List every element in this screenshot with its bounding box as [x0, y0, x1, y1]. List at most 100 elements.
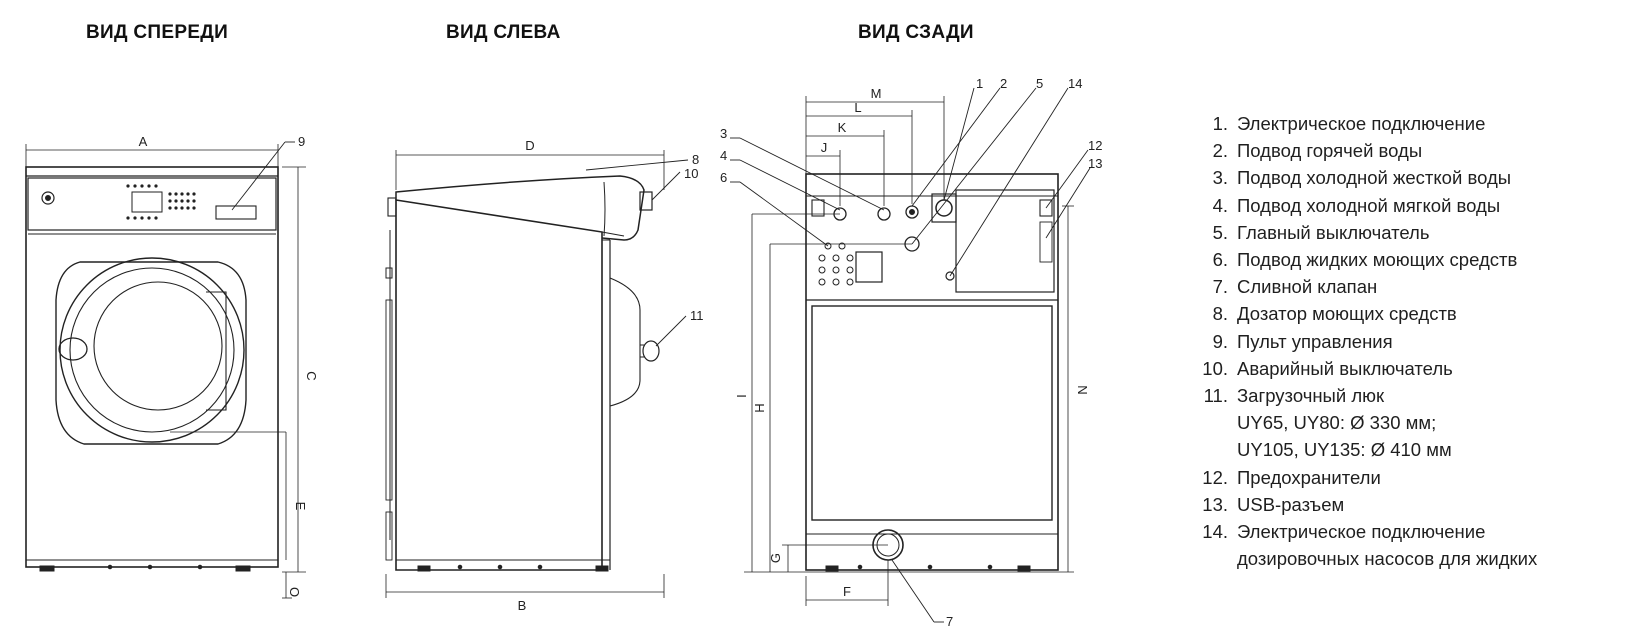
- callout-5: 5: [1036, 76, 1043, 91]
- callout-8: 8: [692, 152, 699, 167]
- legend-item: 4. Подвод холодной мягкой воды: [1188, 192, 1537, 219]
- callout-13: 13: [1088, 156, 1102, 171]
- dim-label-m: M: [871, 86, 882, 101]
- door-hinge: [206, 291, 227, 411]
- legend-item: 12. Предохранители: [1188, 464, 1537, 491]
- legend-item-number: 5.: [1212, 221, 1228, 243]
- front-body-outline: [25, 166, 279, 568]
- legend-item-text: Электрическое подключение дозировочных на…: [1237, 518, 1537, 572]
- callout-9: 9: [298, 134, 305, 149]
- emergency-stop-button: [639, 191, 653, 211]
- payment-slot: [215, 205, 257, 220]
- callout-11: 11: [690, 308, 704, 323]
- dim-label-a: A: [139, 134, 148, 149]
- dim-label-e: E: [293, 502, 308, 511]
- legend-item: 9. Пульт управления: [1188, 328, 1537, 355]
- dim-label-i: I: [734, 394, 749, 398]
- rear-body-outline: [805, 173, 1059, 571]
- legend-item-label: Электрическое подключение: [1237, 113, 1486, 134]
- legend-item-label: Подвод горячей воды: [1237, 140, 1423, 162]
- legend-item-number: 14.: [1202, 521, 1228, 543]
- legend-item: 14. Электрическое подключение дозировочных…: [1188, 518, 1537, 572]
- legend-item-number: 7.: [1212, 276, 1228, 298]
- legend-item-text: Сливной клапан: [1237, 273, 1377, 300]
- callout-2: 2: [1000, 76, 1007, 91]
- fuses: [1039, 199, 1053, 217]
- legend-item-label: Сливной клапан: [1237, 276, 1378, 298]
- legend-item-text: Предохранители: [1237, 464, 1381, 491]
- legend-item-label: Подвод холодной жесткой воды: [1237, 167, 1512, 189]
- dim-label-l: L: [854, 100, 861, 115]
- legend-item: 3. Подвод холодной жесткой воды: [1188, 164, 1537, 191]
- legend-item-number: 3.: [1212, 167, 1228, 189]
- dim-label-b: B: [518, 598, 527, 613]
- legend-item: 5. Главный выключатель: [1188, 219, 1537, 246]
- callout-12: 12: [1088, 138, 1102, 153]
- callout-7: 7: [946, 614, 953, 629]
- door-handle: [58, 337, 88, 361]
- dim-label-j: J: [821, 140, 828, 155]
- legend-item-text: Электрическое подключение: [1237, 110, 1485, 137]
- side-body-outline: [395, 199, 603, 571]
- front-view-title: ВИД СПЕРЕДИ: [86, 22, 229, 43]
- door-frame: [55, 261, 247, 445]
- door-glass: [93, 281, 223, 411]
- pipe-hard-water: [877, 207, 891, 221]
- dim-label-f: F: [843, 584, 851, 599]
- side-door-handle: [642, 340, 660, 362]
- legend-item-text: USB-разъем: [1237, 491, 1344, 518]
- main-switch: [935, 199, 953, 217]
- callout-4: 4: [720, 148, 727, 163]
- legend-item: 2.Подвод горячей воды: [1188, 137, 1537, 164]
- legend-item-label: Электрическое подключение: [1237, 521, 1486, 543]
- legend-item-subline: дозировочных насосов для жидких: [1237, 548, 1538, 570]
- legend-item-number: 6.: [1212, 249, 1228, 271]
- door-ring-outer: [59, 257, 245, 443]
- electrical-box: [955, 189, 1055, 293]
- detergent-inlets: [818, 242, 854, 286]
- left-view: [385, 150, 689, 598]
- legend-item-label: Подвод холодной мягкой воды: [1237, 194, 1501, 216]
- detergent-dispenser-hood: [395, 175, 645, 241]
- rear-service-panel: [811, 305, 1053, 521]
- legend-list: 1. Электрическое подключение 2.Подвод горя…: [1188, 110, 1537, 572]
- legend-item-number: 10.: [1202, 357, 1228, 379]
- dim-label-k: K: [838, 120, 847, 135]
- legend-item-number: 4.: [1212, 194, 1228, 216]
- front-view: [25, 141, 306, 599]
- usb-port: [1039, 221, 1053, 263]
- side-feet: [417, 564, 609, 572]
- rear-view-title: ВИД СЗАДИ: [858, 22, 974, 43]
- legend-item-label: Дозатор моющих средств: [1237, 303, 1457, 325]
- legend-item-number: 11.: [1203, 385, 1228, 407]
- legend-item-text: Дозатор моющих средств: [1237, 300, 1457, 327]
- callout-14: 14: [1068, 76, 1082, 91]
- legend-item-number: 13.: [1202, 493, 1228, 515]
- legend-item-text: Подвод холодной жесткой воды: [1237, 164, 1511, 191]
- legend-item-label: Подвод жидких моющих средств: [1237, 249, 1518, 271]
- rear-feet: [825, 564, 1031, 572]
- legend-item-text: Подвод жидких моющих средств: [1237, 246, 1517, 273]
- legend-item-text: Аварийный выключатель: [1237, 355, 1453, 382]
- legend-item-text: Подвод холодной мягкой воды: [1237, 192, 1500, 219]
- legend-item-text: Главный выключатель: [1237, 219, 1429, 246]
- legend-item: 8.Дозатор моющих средств: [1188, 300, 1537, 327]
- legend-item-text: Пульт управления: [1237, 328, 1393, 355]
- legend-item-text: Подвод горячей воды: [1237, 137, 1422, 164]
- control-knob: [41, 191, 55, 205]
- dim-label-o: O: [287, 587, 302, 597]
- control-panel: [27, 177, 277, 231]
- dim-label-g: G: [768, 553, 783, 563]
- callout-3: 3: [720, 126, 727, 141]
- legend-item-number: 9.: [1212, 330, 1228, 352]
- dim-label-d: D: [525, 138, 534, 153]
- callout-6: 6: [720, 170, 727, 185]
- legend-item: 13. USB-разъем: [1188, 491, 1537, 518]
- legend-item-subline: UY65, UY80: Ø 330 мм;: [1237, 412, 1437, 434]
- legend-item-label: Предохранители: [1237, 466, 1381, 488]
- callout-1: 1: [976, 76, 983, 91]
- legend-item-number: 1.: [1212, 113, 1228, 134]
- legend-item-number: 12.: [1202, 466, 1228, 488]
